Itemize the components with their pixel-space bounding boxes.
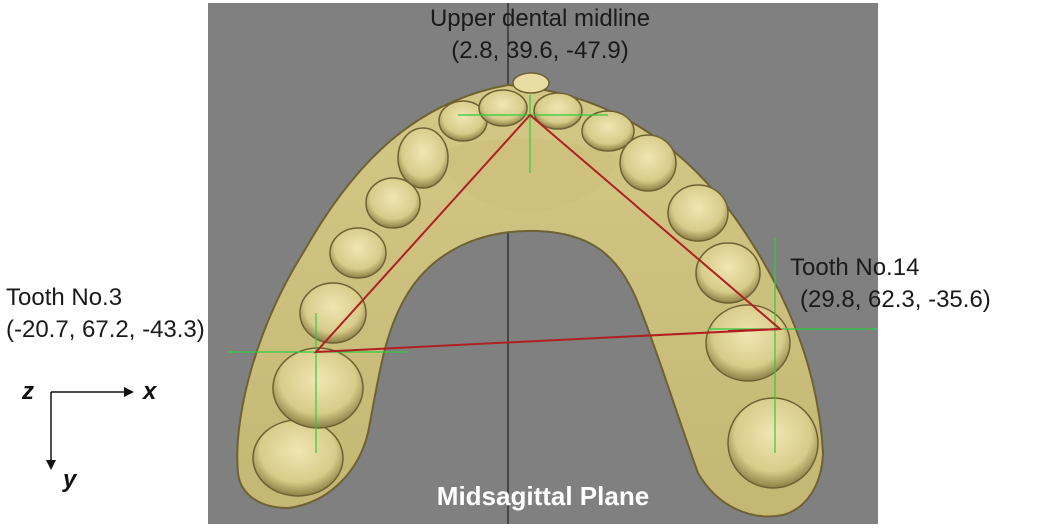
y-axis-label: y [63,466,77,493]
midline-name: Upper dental midline [429,5,651,32]
tooth14-label: Tooth No.14 (29.8, 62.3, -35.6) [790,252,991,316]
tooth3-label: Tooth No.3 (-20.7, 67.2, -43.3) [6,282,205,346]
dental-model-scene [228,3,878,524]
palate-rugae [438,138,618,213]
reference-triangle [313,113,783,354]
midsagittal-plane-label: Midsagittal Plane [436,481,650,511]
midline-coords: (2.8, 39.6, -47.9) [451,37,629,64]
incisal-tip [512,72,550,94]
axes-arrows [46,387,134,470]
tooth14-coords: (29.8, 62.3, -35.6) [800,286,991,313]
3d-viewport[interactable]: Midsagittal Plane [208,3,878,524]
tooth14-name: Tooth No.14 [790,254,920,281]
landmark-crosshairs [228,95,878,453]
midline-label: Upper dental midline (2.8, 39.6, -47.9) [380,3,700,67]
teeth [252,89,819,497]
tooth3-coords: (-20.7, 67.2, -43.3) [6,316,205,343]
tooth3-name: Tooth No.3 [6,284,123,311]
z-axis-label: z [22,378,34,405]
tooth14-marker [727,328,781,332]
x-axis-label: x [143,378,157,405]
axes-indicator: z x y [0,370,200,500]
